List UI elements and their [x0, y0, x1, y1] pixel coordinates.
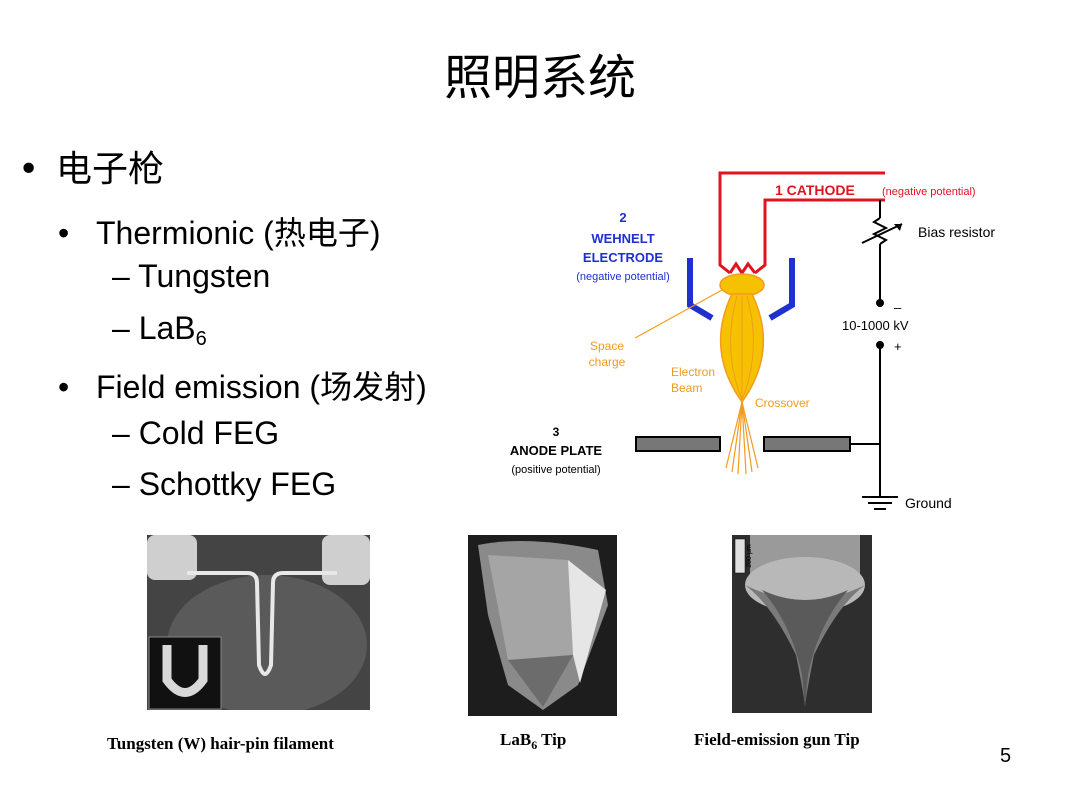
lab6-tip-drawing [468, 535, 617, 716]
anode-plate-right [763, 436, 851, 452]
anode-label: ANODE PLATE [510, 443, 603, 458]
caption-tungsten: Tungsten (W) hair-pin filament [107, 734, 334, 753]
bullet-dot-icon: • [58, 369, 70, 405]
electron-beam-label-1: Electron [671, 365, 715, 379]
minus-label: – [894, 300, 902, 315]
anode-plate-left [635, 436, 721, 452]
bullet-electron-gun: • 电子枪 [18, 140, 164, 192]
tungsten-filament-image [147, 535, 370, 710]
voltage-label: 10-1000 kV [842, 318, 909, 333]
plus-label: + [894, 339, 902, 354]
terminal-minus [876, 299, 884, 307]
bullet-text: Field emission (场发射) [96, 369, 427, 405]
terminal-plus [876, 341, 884, 349]
caption-lab6: LaB6 Tip [500, 730, 566, 753]
sub-item-lab6: – LaB6 [112, 310, 207, 351]
tungsten-filament-drawing [147, 535, 370, 710]
wehnelt-label-2: ELECTRODE [583, 250, 664, 265]
electron-beam-label-2: Beam [671, 381, 702, 395]
space-charge-pointer [634, 289, 723, 339]
feg-tip-drawing: 200 μm [732, 535, 872, 713]
sub-item-cold-feg: – Cold FEG [112, 415, 280, 451]
cathode-wire [718, 171, 885, 276]
wehnelt-label-1: WEHNELT [591, 231, 654, 246]
caption-lab6-suffix: Tip [537, 730, 567, 749]
wehnelt-number: 2 [619, 210, 626, 225]
space-charge-label-2: charge [589, 355, 626, 369]
ground-label: Ground [905, 495, 952, 511]
diverging-rays [725, 401, 759, 475]
caption-feg: Field-emission gun Tip [694, 730, 860, 749]
sub-item-schottky-feg: – Schottky FEG [112, 466, 337, 502]
slide-title: 照明系统 [443, 50, 636, 106]
bullet-thermionic: • Thermionic (热电子) [58, 208, 380, 254]
wehnelt-note: (negative potential) [576, 271, 670, 283]
wehnelt-electrode [687, 258, 795, 321]
bullet-dot-icon: • [58, 215, 70, 251]
cathode-note: (negative potential) [882, 186, 976, 198]
lab6-text: – LaB [112, 310, 196, 346]
feg-tip-image: 200 μm [732, 535, 872, 713]
beam-lines [730, 295, 754, 401]
scale-bar-label: 200 μm [746, 544, 753, 568]
space-charge-blob [719, 273, 765, 297]
bullet-text: Thermionic (热电子) [96, 215, 381, 251]
sub-item-tungsten: – Tungsten [112, 258, 271, 294]
bullet-text: 电子枪 [56, 149, 165, 190]
bias-resistor-label: Bias resistor [918, 224, 995, 240]
lab6-subscript: 6 [195, 328, 207, 350]
lab6-tip-image [468, 535, 617, 716]
caption-lab6-prefix: LaB [500, 730, 532, 749]
crossover-label: Crossover [755, 396, 810, 410]
bias-circuit [850, 200, 903, 510]
caption-lab6-sub: 6 [531, 738, 538, 752]
cathode-label: 1 CATHODE [775, 182, 855, 198]
bullet-dot-icon: • [18, 149, 40, 190]
anode-number: 3 [553, 425, 560, 439]
anode-note: (positive potential) [511, 464, 600, 476]
page-number: 5 [1000, 745, 1012, 767]
space-charge-label-1: Space [590, 339, 624, 353]
bullet-field-emission: • Field emission (场发射) [58, 362, 427, 408]
resistor-arrow-icon [894, 224, 902, 231]
